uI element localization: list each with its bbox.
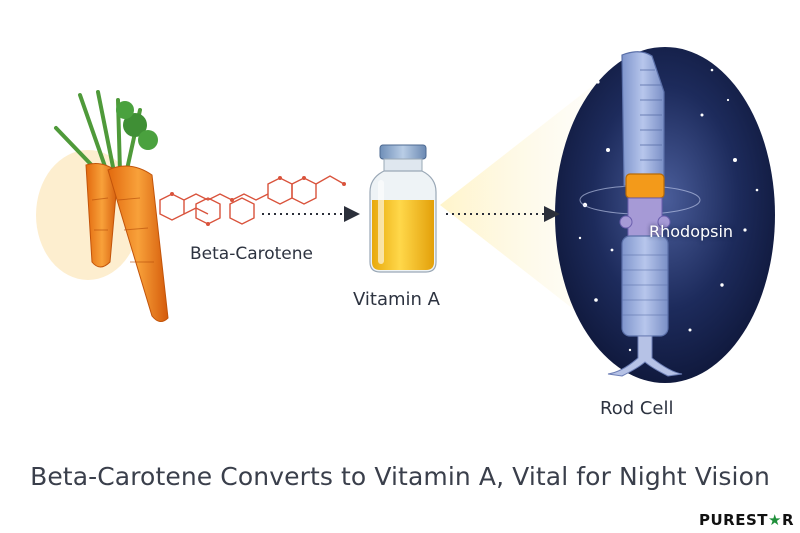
- light-beam: [440, 80, 600, 330]
- brand-prefix: PUREST: [698, 511, 768, 529]
- rhodopsin-block: [625, 173, 665, 199]
- carrot-icon: [36, 90, 169, 322]
- molecule-icon: [159, 175, 346, 226]
- brand-logo: PUREST★R: [699, 511, 794, 529]
- rod-cell-icon: [607, 51, 683, 377]
- rhodopsin-label: Rhodopsin: [649, 222, 734, 241]
- rod-cell-label: Rod Cell: [600, 398, 674, 419]
- rod-cell-panel: [555, 47, 775, 383]
- vial-icon: [369, 144, 437, 273]
- brand-suffix: R: [781, 511, 794, 529]
- night-sky-background: [555, 47, 775, 383]
- vitamin-a-label: Vitamin A: [353, 289, 440, 310]
- star-field: [578, 68, 759, 352]
- beta-carotene-label: Beta-Carotene: [190, 244, 314, 264]
- brand-star-icon: ★: [767, 511, 782, 529]
- diagram-caption: Beta-Carotene Converts to Vitamin A, Vit…: [30, 462, 770, 491]
